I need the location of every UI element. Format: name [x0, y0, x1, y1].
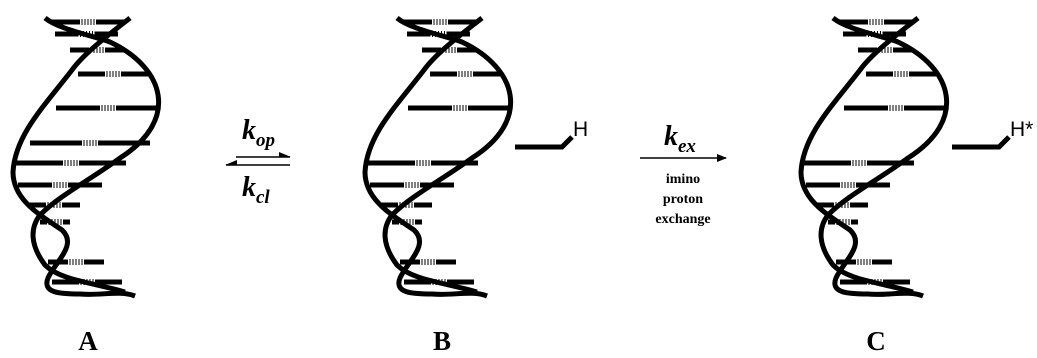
note-line-2: proton: [663, 192, 703, 207]
dna-helix-B: [362, 15, 514, 299]
backbone-strand: [362, 16, 488, 299]
backbone-strand: [10, 16, 136, 299]
kex-label: kex: [664, 121, 696, 157]
backbone-strand: [30, 15, 162, 295]
dna-helix-A: [10, 15, 162, 299]
dna-helix-C: [798, 15, 950, 299]
note-line-1: imino: [666, 172, 700, 187]
backbone-strand: [798, 16, 924, 299]
panel-label-C: C: [866, 326, 886, 356]
backbone-strand: [818, 15, 950, 295]
exchange-arrow: kex imino proton exchange: [640, 121, 727, 227]
panel-label-B: B: [433, 326, 451, 356]
note-line-3: exchange: [655, 212, 710, 227]
flipped-base-C: H*: [952, 118, 1033, 150]
equilibrium-arrows: kop kcl: [225, 115, 291, 208]
kop-label: kop: [242, 115, 275, 151]
backbone-strand: [382, 15, 514, 295]
proton-label-B: H: [573, 118, 588, 141]
proton-label-C: H*: [1010, 118, 1033, 141]
kcl-label: kcl: [242, 172, 270, 208]
panel-label-A: A: [78, 326, 98, 356]
flipped-base-B: H: [515, 118, 588, 150]
